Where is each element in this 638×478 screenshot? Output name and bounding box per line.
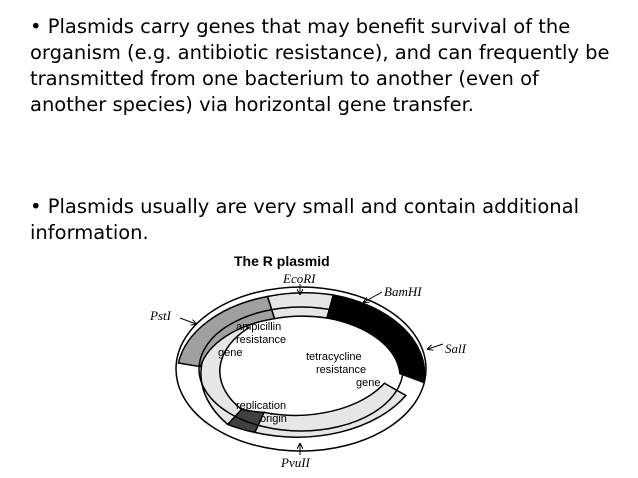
ampicillin-resistance-segment <box>177 295 276 368</box>
bamhi-arrow <box>364 291 383 302</box>
ring-segment-bottom <box>253 382 407 438</box>
svg-text:gene: gene <box>356 377 380 389</box>
replication-origin-label: replication origin <box>236 400 287 425</box>
sali-site-label: SalI <box>445 341 467 356</box>
svg-text:replication: replication <box>236 400 286 412</box>
ring-segment-top <box>266 292 335 320</box>
svg-text:tetracycline: tetracycline <box>306 351 362 363</box>
diagram-title: The R plasmid <box>234 253 330 269</box>
svg-text:resistance: resistance <box>316 364 366 376</box>
bullet-plasmid-size: • Plasmids usually are very small and co… <box>30 195 580 244</box>
plasmid-ring <box>175 286 427 452</box>
svg-text:ampicillin: ampicillin <box>236 321 281 333</box>
bullet-plasmid-genes: • Plasmids carry genes that may benefit … <box>30 15 610 116</box>
pvuii-site-label: PvuII <box>280 455 311 470</box>
svg-text:resistance: resistance <box>236 334 286 346</box>
ecori-site-label: EcoRI <box>282 271 316 286</box>
ampicillin-resistance-label: ampicillin resistance gene <box>218 321 286 359</box>
tetracycline-resistance-label: tetracycline resistance gene <box>306 351 380 389</box>
psti-site-label: PstI <box>149 308 172 323</box>
bamhi-site-label: BamHI <box>384 284 422 299</box>
svg-text:origin: origin <box>260 413 287 425</box>
svg-text:gene: gene <box>218 347 242 359</box>
sali-arrow <box>428 343 444 349</box>
psti-arrow <box>179 317 196 324</box>
